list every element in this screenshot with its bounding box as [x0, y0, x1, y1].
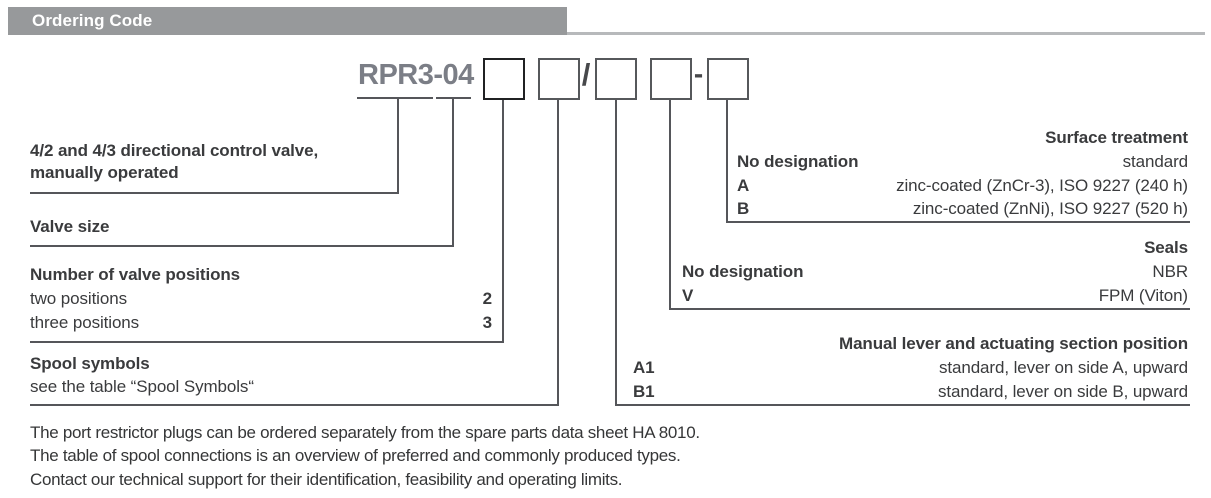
seals-row-desc: NBR [1152, 262, 1188, 281]
seals-row-code: V [682, 286, 694, 305]
ordering-code-model: RPR3-04 [358, 59, 474, 91]
code-box-3 [595, 58, 637, 100]
header-rule [567, 32, 1205, 35]
lever-row-desc: standard, lever on side B, upward [938, 382, 1188, 401]
section-spool-symbols: Spool symbols see the table “Spool Symbo… [30, 352, 254, 398]
underline-surface-treatment [726, 221, 1190, 223]
connector-line-box5 [726, 100, 728, 222]
code-box-2 [538, 58, 580, 100]
lever-row: B1 standard, lever on side B, upward [633, 380, 1188, 404]
positions-row-label: three positions [30, 313, 140, 332]
footer-notes: The port restrictor plugs can be ordered… [30, 421, 700, 491]
surface-row-desc: standard [1122, 151, 1188, 171]
page-title: Ordering Code [32, 11, 153, 30]
underline-model [357, 97, 433, 99]
note-line: Contact our technical support for their … [30, 469, 623, 489]
valve-type-line2: manually operated [30, 163, 179, 182]
surface-row-desc: zinc-coated (ZnCr-3), ISO 9227 (240 h) [896, 175, 1188, 195]
lever-row-code: B1 [633, 382, 655, 401]
surface-row-desc: zinc-coated (ZnNi), ISO 9227 (520 h) [912, 199, 1188, 219]
connector-line-valve-size [452, 98, 454, 246]
lever-row-desc: standard, lever on side A, upward [938, 358, 1188, 377]
valve-type-line1: 4/2 and 4/3 directional control valve, [30, 141, 319, 160]
code-box-5 [707, 58, 749, 100]
note-line: The table of spool connections is an ove… [30, 446, 681, 466]
surface-row-code: No designation [737, 151, 859, 171]
connector-line-box2 [557, 100, 559, 405]
surface-row: A zinc-coated (ZnCr-3), ISO 9227 (240 h) [737, 174, 1188, 198]
connector-line-model [397, 98, 399, 193]
positions-row: three positions 3 [30, 311, 492, 335]
section-positions: Number of valve positions two positions … [30, 263, 492, 335]
code-box-1 [483, 58, 525, 100]
valve-size-heading: Valve size [30, 217, 110, 236]
connector-line-box1 [502, 100, 504, 342]
underline-lever [615, 404, 1190, 406]
surface-row: No designation standard [737, 150, 1188, 174]
seals-row: No designation NBR [682, 260, 1188, 284]
surface-row-code: A [737, 175, 750, 195]
slash-separator: / [581, 57, 591, 92]
positions-row-code: 2 [482, 289, 492, 308]
section-seals: Seals No designation NBR V FPM (Viton) [682, 236, 1188, 308]
surface-row-code: B [737, 199, 750, 219]
section-manual-lever: Manual lever and actuating section posit… [633, 332, 1188, 404]
connector-line-box4 [669, 100, 671, 309]
positions-row: two positions 2 [30, 287, 492, 311]
lever-row: A1 standard, lever on side A, upward [633, 356, 1188, 380]
spool-note: see the table “Spool Symbols“ [30, 377, 254, 396]
positions-row-label: two positions [30, 289, 127, 308]
underline-valve-type [30, 192, 399, 194]
lever-heading: Manual lever and actuating section posit… [839, 334, 1188, 353]
underline-size-digits [436, 97, 471, 99]
underline-spool [30, 404, 559, 406]
seals-heading: Seals [1144, 238, 1188, 257]
seals-row: V FPM (Viton) [682, 284, 1188, 308]
surface-heading: Surface treatment [1045, 128, 1188, 147]
positions-row-code: 3 [482, 313, 492, 332]
spool-heading: Spool symbols [30, 354, 150, 373]
section-header-bar: Ordering Code [8, 7, 567, 35]
underline-seals [669, 308, 1190, 310]
underline-positions [30, 341, 504, 343]
surface-row: B zinc-coated (ZnNi), ISO 9227 (520 h) [737, 197, 1188, 221]
underline-valve-size [30, 245, 454, 247]
lever-row-code: A1 [633, 358, 655, 377]
section-valve-size: Valve size [30, 217, 109, 237]
seals-row-code: No designation [682, 262, 804, 281]
positions-heading: Number of valve positions [30, 265, 241, 284]
code-box-4 [650, 58, 692, 100]
connector-line-box3 [615, 100, 617, 405]
section-valve-type: 4/2 and 4/3 directional control valve, m… [30, 140, 318, 184]
dash-separator: - [693, 58, 704, 89]
seals-row-desc: FPM (Viton) [1098, 286, 1188, 305]
note-line: The port restrictor plugs can be ordered… [30, 423, 700, 442]
section-surface-treatment: Surface treatment No designation standar… [737, 126, 1188, 221]
